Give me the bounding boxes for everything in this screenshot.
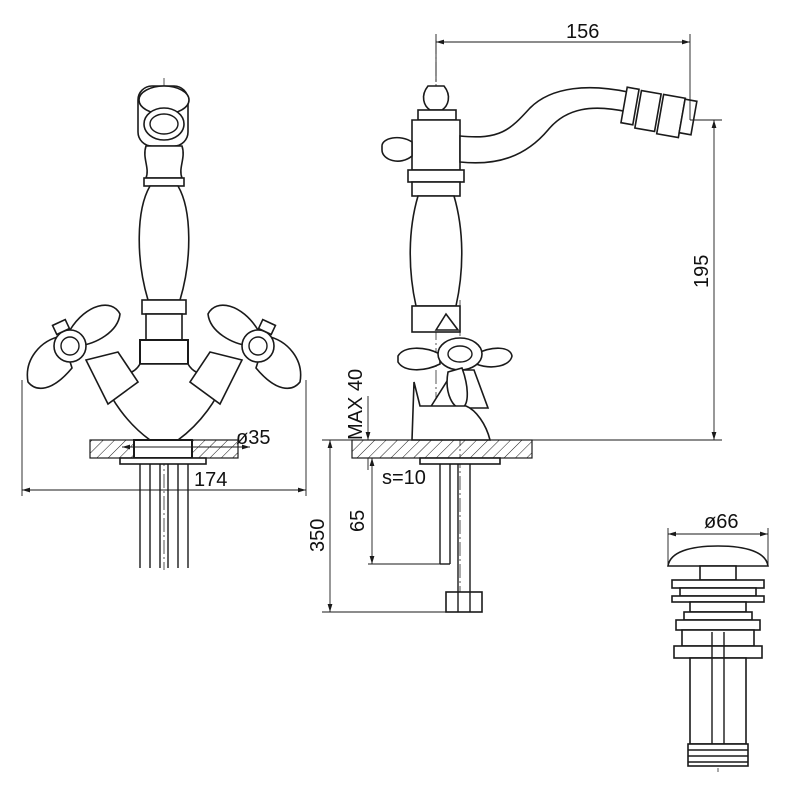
front-right-handle [188,304,302,406]
front-spout-head [137,85,190,147]
front-supply-tubes [139,464,189,568]
drain-cap [667,545,769,567]
front-lock-nut [119,457,207,465]
front-base-flange [133,439,193,459]
side-deck-plate [351,439,533,459]
front-left-handle [26,304,140,406]
dim-shank-label: 65 [347,510,369,532]
side-spout-arm [459,86,698,164]
dim-total-350 [322,439,446,613]
dim-height-label: 195 [691,255,713,288]
side-shank [439,464,483,613]
drain-view: ø66 [667,511,769,772]
dim-width-174 [21,380,307,496]
front-column [138,145,190,365]
side-spout-knob [381,85,461,171]
dim-cap-diameter-label: ø66 [704,511,738,533]
drain-flanges [671,579,765,659]
dim-shank-65 [368,458,440,565]
side-lock-nut [419,457,501,465]
dim-deck-thickness-label: s=10 [382,467,426,489]
dim-height-195 [532,119,722,441]
dim-width-label: 174 [194,469,227,491]
dim-max-deck-label: MAX 40 [345,369,367,440]
dim-base-diameter-label: ø35 [236,427,270,449]
dim-cap-diameter [667,528,769,566]
side-handle [397,312,513,409]
side-column [407,169,465,333]
dim-total-label: 350 [307,519,329,552]
dim-reach-156 [435,34,691,120]
front-view: 174 ø35 [21,78,307,570]
drain-stem [699,565,737,581]
side-view: 156 195 MAX 40 s=10 65 350 [307,21,722,613]
dim-reach-label: 156 [566,21,599,43]
drain-body [687,632,749,767]
